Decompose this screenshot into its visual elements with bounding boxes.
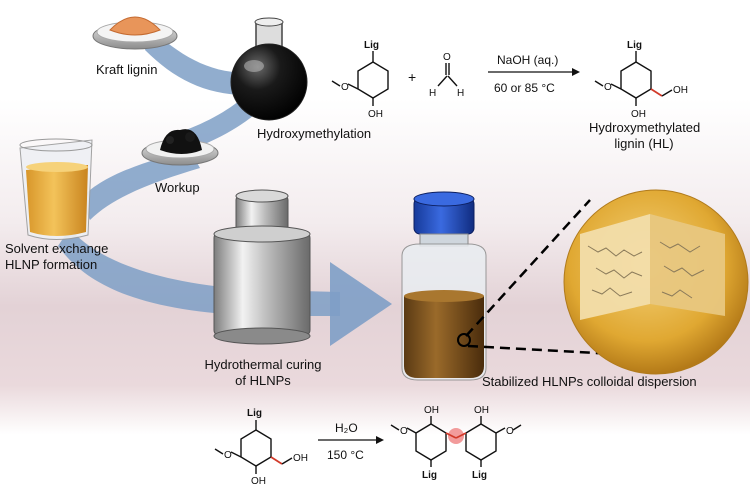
conditions-1: 60 or 85 °C <box>494 81 555 95</box>
hydrothermal-line2: of HLNPs <box>235 373 291 388</box>
dimer-methoxy-left: O <box>400 426 408 437</box>
solvent-exchange-label: Solvent exchange HLNP formation <box>5 241 108 273</box>
lig-label-r2: Lig <box>247 408 262 419</box>
beaker <box>19 138 93 240</box>
solvent-exchange-line1: Solvent exchange <box>5 241 109 256</box>
workup-dish <box>141 129 219 166</box>
hl-structure-2: Lig O OH OH <box>214 408 308 487</box>
bottle <box>401 191 487 381</box>
workup-label: Workup <box>155 180 200 195</box>
kraft-lignin-label: Kraft lignin <box>96 62 158 77</box>
carbonyl-o: O <box>443 52 451 63</box>
dimer-lig-right: Lig <box>472 470 487 481</box>
h-left: H <box>429 88 436 99</box>
hl-structure: Lig O OH OH <box>594 40 688 120</box>
dimer-lig-left: Lig <box>422 470 437 481</box>
hl-label: Hydroxymethylated lignin (HL) <box>589 120 701 152</box>
solvent-exchange-line2: HLNP formation <box>5 257 98 272</box>
reagent-water: H₂O <box>335 421 358 435</box>
guaiacol-structure: Lig O OH <box>331 40 389 120</box>
ch2oh-label-r2: OH <box>293 453 308 464</box>
dimer-oh-right: OH <box>474 405 489 416</box>
hydrothermal-line1: Hydrothermal curing <box>204 357 322 372</box>
methoxy-o: O <box>341 82 349 93</box>
methoxy-o-r2: O <box>224 450 232 461</box>
lig-label-hl: Lig <box>627 40 642 51</box>
oh-label-r2a: OH <box>251 476 266 487</box>
dimer-methoxy-right: O <box>506 426 514 437</box>
hydrothermal-label: Hydrothermal curing of HLNPs <box>198 357 328 389</box>
h-right: H <box>457 88 464 99</box>
stabilized-label: Stabilized HLNPs colloidal dispersion <box>482 374 697 389</box>
plus-sign: + <box>408 69 416 85</box>
reagent-naoh: NaOH (aq.) <box>497 53 559 67</box>
dimer-structure: OH OH Lig Lig O O <box>390 405 522 481</box>
dimer-oh-left: OH <box>424 405 439 416</box>
kraft-lignin-dish <box>92 16 178 50</box>
hydroxymethylation-label: Hydroxymethylation <box>257 126 372 141</box>
nanoparticle-sphere <box>563 189 749 375</box>
round-bottom-flask <box>230 17 308 121</box>
lig-label: Lig <box>364 40 379 51</box>
oh-label: OH <box>368 109 383 120</box>
oh-label-hl: OH <box>631 109 646 120</box>
conditions-2: 150 °C <box>327 448 364 462</box>
hl-line1: Hydroxymethylated <box>589 120 701 135</box>
formaldehyde: O H H <box>429 52 464 99</box>
ch2oh-label: OH <box>673 85 688 96</box>
hl-line2: lignin (HL) <box>614 136 674 151</box>
reaction-2: Lig O OH OH OH OH Lig Lig O O <box>214 405 522 487</box>
reaction-1: Lig O OH + O H H Lig O OH <box>331 40 688 120</box>
methoxy-o-hl: O <box>604 82 612 93</box>
autoclave <box>213 189 311 345</box>
